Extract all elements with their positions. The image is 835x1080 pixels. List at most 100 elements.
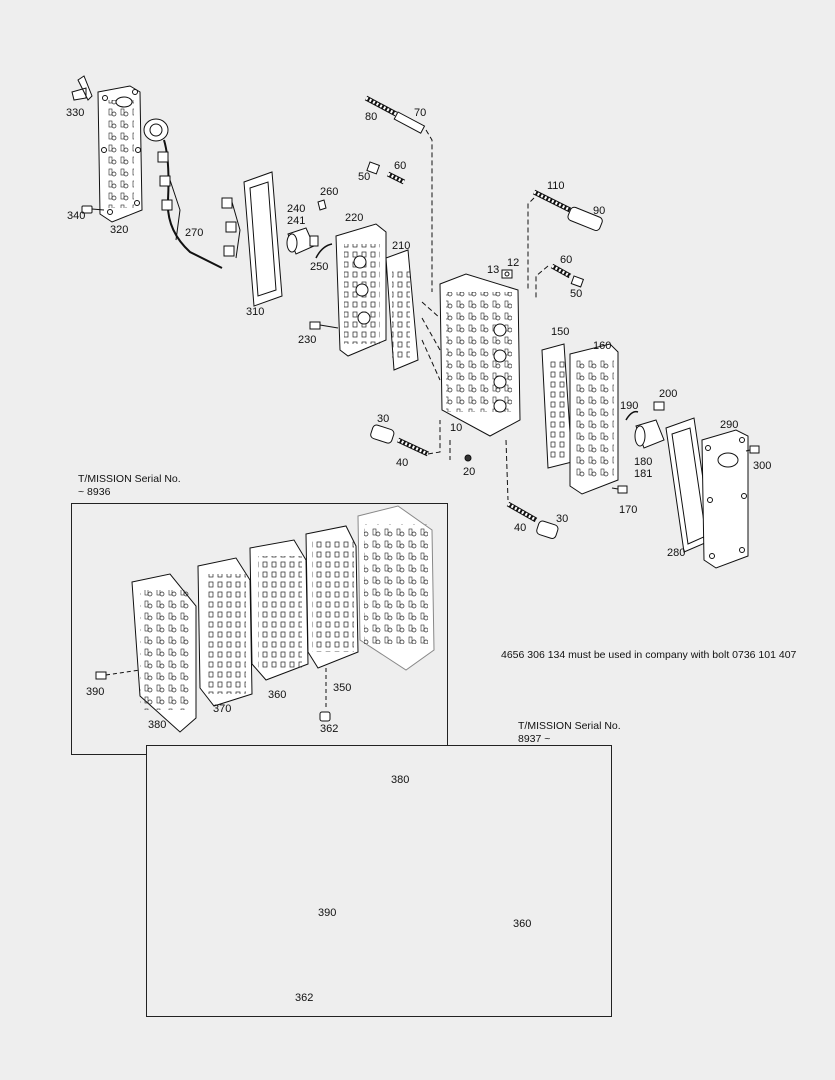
serial-old-line2: ~ 8936: [78, 486, 111, 498]
part-260-plug: [317, 199, 327, 211]
label-40-a: 40: [396, 457, 409, 469]
part-190-clip: [625, 410, 639, 421]
label-360-new: 360: [513, 918, 532, 930]
serial-new-line2: 8937 ~: [518, 733, 551, 745]
part-10-main-valve-body: [439, 273, 521, 437]
label-340: 340: [67, 210, 86, 222]
label-170: 170: [619, 504, 638, 516]
part-40-spring-b: [506, 501, 538, 523]
part-210-gasket: [385, 249, 419, 371]
label-300: 300: [753, 460, 772, 472]
label-30-b: 30: [556, 513, 569, 525]
label-240: 240: [287, 203, 306, 215]
label-40-b: 40: [514, 522, 527, 534]
label-150: 150: [551, 326, 570, 338]
label-50-b: 50: [570, 288, 583, 300]
label-13: 13: [487, 264, 500, 276]
part-110-spring: [532, 189, 572, 213]
label-60-b: 60: [560, 254, 573, 266]
serial-new-box: [146, 745, 612, 1017]
label-90: 90: [593, 205, 606, 217]
part-390-bolt-old: [95, 669, 141, 680]
part-350-plate: [305, 525, 359, 669]
label-241: 241: [287, 215, 306, 227]
label-330: 330: [66, 107, 85, 119]
label-290: 290: [720, 419, 739, 431]
label-390-new: 390: [318, 907, 337, 919]
part-360-plate-old: [249, 539, 309, 681]
part-80-spring: [364, 95, 398, 117]
bolt-note: 4656 306 134 must be used in company wit…: [501, 649, 797, 661]
serial-new-line1: T/MISSION Serial No.: [518, 720, 621, 732]
label-160: 160: [593, 340, 612, 352]
label-200: 200: [659, 388, 678, 400]
part-250-clip: [315, 243, 333, 259]
label-250: 250: [310, 261, 329, 273]
part-90-valve: [567, 206, 603, 232]
part-170-bolt: [611, 485, 628, 494]
part-300-bolt: [745, 445, 760, 454]
label-362-old: 362: [320, 723, 339, 735]
part-340-bolt: [81, 205, 105, 214]
dash-line-60b: [535, 265, 549, 300]
dash-line-70: [425, 129, 433, 292]
part-50-plug-b: [570, 275, 585, 288]
label-110: 110: [547, 180, 565, 192]
label-260: 260: [320, 186, 339, 198]
part-160-valve-body: [569, 343, 619, 495]
label-310: 310: [246, 306, 265, 318]
label-50-a: 50: [358, 171, 371, 183]
label-180: 180: [634, 456, 653, 468]
part-70-valve: [393, 111, 426, 134]
part-320-cover-plate: [97, 85, 143, 223]
dash-line-40a: [427, 420, 441, 455]
label-80: 80: [365, 111, 378, 123]
part-60-spring-b: [550, 263, 572, 279]
label-181: 181: [634, 468, 653, 480]
part-230-bolt: [309, 321, 339, 330]
label-362-new: 362: [295, 992, 314, 1004]
part-290-cover: [701, 429, 749, 569]
serial-old-line1: T/MISSION Serial No.: [78, 473, 181, 485]
part-200-plug: [653, 401, 665, 411]
part-310-gasket: [243, 171, 283, 307]
label-60-a: 60: [394, 160, 407, 172]
part-40-spring-a: [396, 437, 430, 457]
label-380-old: 380: [148, 719, 167, 731]
label-12: 12: [507, 257, 520, 269]
part-30-valve-b: [536, 520, 559, 539]
label-390-old: 390: [86, 686, 105, 698]
part-370-separator-plate: [197, 557, 253, 707]
label-380-new: 380: [391, 774, 410, 786]
part-220-valve-body: [335, 223, 387, 357]
part-362-plug-old: [319, 711, 331, 722]
label-270: 270: [185, 227, 204, 239]
part-50-plug-a: [366, 161, 381, 175]
label-320: 320: [110, 224, 129, 236]
label-360-old: 360: [268, 689, 287, 701]
serial-old-caption: T/MISSION Serial No. ~ 8936: [78, 473, 181, 499]
part-180-solenoid: [634, 419, 665, 449]
part-30-valve-a: [370, 424, 395, 444]
part-20-ball: [464, 454, 472, 462]
serial-new-caption: T/MISSION Serial No. 8937 ~: [518, 720, 621, 746]
part-150-gasket: [541, 343, 573, 469]
label-220: 220: [345, 212, 364, 224]
dash-lines-10: [421, 301, 451, 460]
part-330-clip: [71, 75, 93, 101]
label-30-a: 30: [377, 413, 390, 425]
serial-old-box: [71, 503, 448, 755]
part-60-spring-a: [386, 171, 406, 185]
label-190: 190: [620, 400, 639, 412]
label-230: 230: [298, 334, 317, 346]
label-20: 20: [463, 466, 476, 478]
label-10: 10: [450, 422, 463, 434]
label-210: 210: [392, 240, 411, 252]
part-380-plate-old: [131, 573, 197, 733]
label-70: 70: [414, 107, 427, 119]
part-12-13-plug: [501, 269, 513, 279]
dash-line-40b: [505, 439, 509, 501]
label-370: 370: [213, 703, 232, 715]
part-240-solenoid: [286, 227, 319, 255]
dash-line-110: [527, 197, 535, 290]
